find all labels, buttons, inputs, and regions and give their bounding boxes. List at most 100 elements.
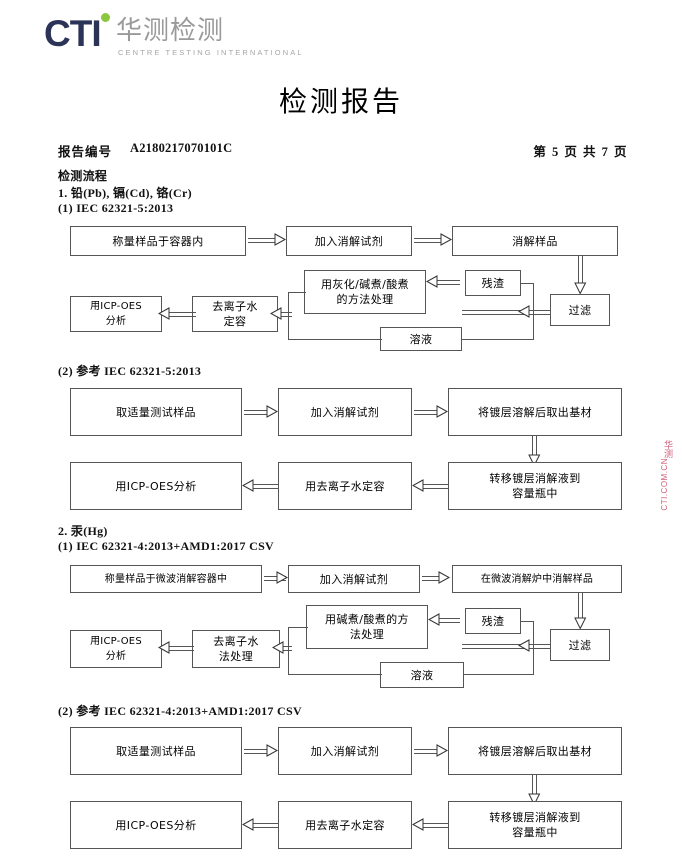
flow3-connector-5 bbox=[533, 621, 534, 647]
flow1-box-icp-line1: 用ICP-OES bbox=[90, 301, 142, 312]
flow2-box-add-reagent: 加入消解试剂 bbox=[278, 388, 412, 436]
flow1-connector-8b bbox=[288, 292, 306, 293]
flow3-connector-2 bbox=[422, 576, 444, 581]
flow3-box-alkali-line2: 法处理 bbox=[349, 628, 385, 641]
flow4-box-dilute-water: 用去离子水定容 bbox=[278, 801, 412, 849]
flow2-connector-5 bbox=[250, 484, 278, 489]
flow1-connector-6 bbox=[462, 310, 550, 315]
flow1-box-add-reagent: 加入消解试剂 bbox=[286, 226, 412, 256]
section-2-sub-2: (2) 参考 IEC 62321-4:2013+AMD1:2017 CSV bbox=[58, 704, 302, 718]
flow3-connector-5b bbox=[521, 621, 534, 622]
flow2-arrowhead-5 bbox=[242, 479, 254, 492]
flow1-arrowhead-6 bbox=[518, 305, 530, 318]
flow3-connector-6 bbox=[462, 644, 550, 649]
flow1-connector-10 bbox=[164, 312, 196, 317]
flow1-connector-7b bbox=[533, 313, 534, 340]
flow1-box-ash-line1: 用灰化/碱煮/酸煮 bbox=[320, 278, 409, 291]
flow4-box-transfer-solution: 转移镀层消解液到 容量瓶中 bbox=[448, 801, 622, 849]
flow1-arrowhead-2 bbox=[440, 233, 453, 246]
flow4-box-transfer-line1: 转移镀层消解液到 bbox=[489, 811, 581, 824]
logo-green-dot-icon bbox=[101, 13, 110, 22]
cti-logo: CTI 华测检测 CENTRE TESTING INTERNATIONAL bbox=[44, 12, 302, 60]
logo-mark-text: CTI bbox=[44, 13, 102, 54]
watermark-url-text: CTI.COM.CN bbox=[660, 458, 669, 511]
flow1-connector-9 bbox=[278, 312, 292, 317]
flow1-connector-8 bbox=[288, 292, 289, 339]
flow3-arrowhead-3 bbox=[574, 617, 587, 630]
flow1-box-ash-alkali-acid: 用灰化/碱煮/酸煮 的方法处理 bbox=[304, 270, 426, 314]
flow3-box-solution: 溶液 bbox=[380, 662, 464, 688]
flow1-box-deionized-water: 去离子水 定容 bbox=[192, 296, 278, 332]
flow1-arrowhead-4 bbox=[426, 275, 438, 288]
flow3-connector-8b bbox=[288, 627, 308, 628]
flow1-connector-2 bbox=[414, 238, 442, 243]
flow1-box-diw-line1: 去离子水 bbox=[212, 300, 258, 313]
flow3-connector-8 bbox=[288, 627, 289, 675]
section-1-sub-1: (1) IEC 62321-5:2013 bbox=[58, 201, 174, 215]
flow3-arrowhead-2 bbox=[438, 571, 451, 584]
flow1-box-residue: 残渣 bbox=[465, 270, 521, 296]
flow3-box-alkali-acid: 用碱煮/酸煮的方 法处理 bbox=[306, 605, 428, 649]
flow3-box-alkali-line1: 用碱煮/酸煮的方 bbox=[325, 613, 409, 626]
report-number-label: 报告编号 bbox=[58, 145, 113, 159]
flow4-box-transfer-line2: 容量瓶中 bbox=[512, 826, 558, 839]
flow2-arrowhead-3 bbox=[528, 454, 541, 467]
flow2-connector-4 bbox=[420, 484, 448, 489]
flow4-connector-4 bbox=[420, 823, 448, 828]
flow1-box-icp-line2: 分析 bbox=[105, 316, 127, 327]
flow2-box-transfer-line1: 转移镀层消解液到 bbox=[489, 472, 581, 485]
flow3-box-deionized-water: 去离子水 法处理 bbox=[192, 630, 280, 668]
flow-section-title: 检测流程 bbox=[58, 169, 108, 183]
flow2-arrowhead-1 bbox=[266, 405, 279, 418]
flow4-box-add-reagent: 加入消解试剂 bbox=[278, 727, 412, 775]
section-1-heading: 1. 铅(Pb), 镉(Cd), 铬(Cr) bbox=[58, 186, 192, 200]
report-header: 报告编号 A2180217070101C 第 5 页 共 7 页 bbox=[58, 141, 628, 159]
report-number-value: A2180217070101C bbox=[130, 141, 233, 155]
flow3-box-icp-oes: 用ICP-OES 分析 bbox=[70, 630, 162, 668]
flow3-connector-9 bbox=[280, 646, 292, 651]
flow4-connector-1 bbox=[244, 749, 270, 754]
flow3-connector-8c bbox=[288, 674, 382, 675]
logo-english-text: CENTRE TESTING INTERNATIONAL bbox=[118, 48, 304, 57]
flow3-box-filter: 过滤 bbox=[550, 629, 610, 661]
flow3-box-icp-line1: 用ICP-OES bbox=[90, 636, 142, 647]
flow4-arrowhead-3 bbox=[528, 793, 541, 806]
flow2-box-take-sample: 取适量测试样品 bbox=[70, 388, 242, 436]
flow2-box-dissolve-coating: 将镀层溶解后取出基材 bbox=[448, 388, 622, 436]
flow4-box-dissolve-coating: 将镀层溶解后取出基材 bbox=[448, 727, 622, 775]
flow4-arrowhead-4 bbox=[412, 818, 424, 831]
flow1-box-filter: 过滤 bbox=[550, 294, 610, 326]
page-title: 检测报告 bbox=[278, 85, 403, 118]
flow1-box-digest-sample: 消解样品 bbox=[452, 226, 618, 256]
flow3-box-microwave-digest: 在微波消解炉中消解样品 bbox=[452, 565, 622, 593]
flow1-box-ash-line2: 的方法处理 bbox=[336, 293, 394, 306]
logo-chinese-text: 华测检测 bbox=[116, 16, 225, 46]
flow4-arrowhead-5 bbox=[242, 818, 254, 831]
flow1-connector-5b bbox=[521, 283, 534, 284]
flow1-connector-4 bbox=[432, 280, 460, 285]
flow4-connector-5 bbox=[250, 823, 278, 828]
flow2-box-icp-oes: 用ICP-OES分析 bbox=[70, 462, 242, 510]
flow1-arrowhead-1 bbox=[274, 233, 287, 246]
flow1-box-weigh-sample: 称量样品于容器内 bbox=[70, 226, 246, 256]
flow2-connector-2 bbox=[414, 410, 440, 415]
flow3-box-residue: 残渣 bbox=[465, 608, 521, 634]
flow3-arrowhead-4 bbox=[428, 613, 440, 626]
flow4-connector-3 bbox=[532, 775, 537, 795]
flow1-box-solution: 溶液 bbox=[380, 327, 462, 351]
flow3-arrowhead-9 bbox=[272, 641, 284, 654]
flow2-box-transfer-solution: 转移镀层消解液到 容量瓶中 bbox=[448, 462, 622, 510]
red-seal-watermark: 华测 CTI.COM.CN bbox=[656, 432, 682, 612]
flow4-box-icp-oes: 用ICP-OES分析 bbox=[70, 801, 242, 849]
flow2-box-dilute-water: 用去离子水定容 bbox=[278, 462, 412, 510]
flow1-connector-1 bbox=[248, 238, 276, 243]
flow3-arrowhead-6 bbox=[518, 639, 530, 652]
flow2-box-transfer-line2: 容量瓶中 bbox=[512, 487, 558, 500]
flow3-arrowhead-10 bbox=[158, 641, 170, 654]
flow1-box-icp-oes: 用ICP-OES 分析 bbox=[70, 296, 162, 332]
watermark-chinese-text: 华测 bbox=[662, 440, 672, 458]
flow3-connector-4 bbox=[434, 618, 460, 623]
flow3-connector-3 bbox=[578, 593, 583, 619]
flow1-arrowhead-10 bbox=[158, 307, 170, 320]
flow1-arrowhead-9 bbox=[270, 307, 282, 320]
